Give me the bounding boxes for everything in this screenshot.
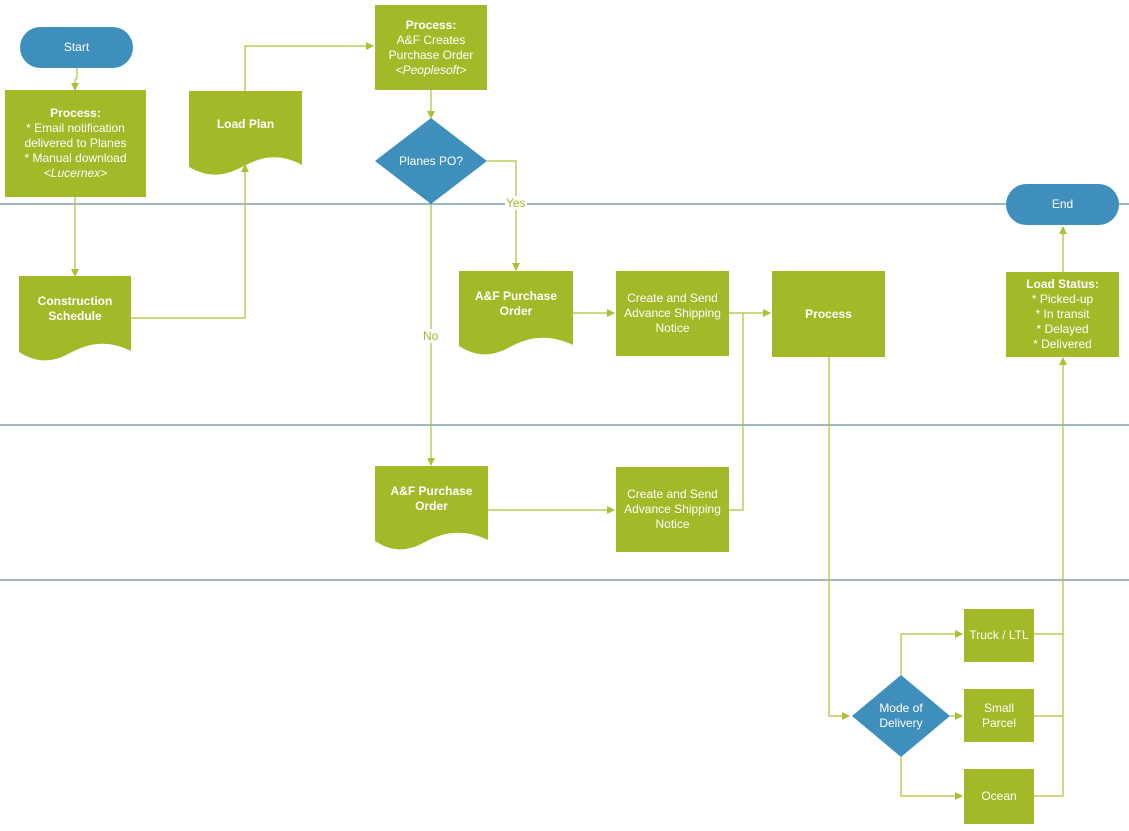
process-box: [772, 271, 885, 357]
small-parcel-label: Small Parcel: [964, 689, 1034, 742]
construction-schedule-document: [19, 276, 131, 361]
create-po-line3: <Peoplesoft>: [395, 62, 467, 77]
load-plan-text: Load Plan: [216, 116, 275, 131]
load-status-line1: * Picked-up: [1031, 292, 1094, 306]
create-po-line1: A&F Creates: [396, 32, 466, 47]
connector-mode-to-ocean: [900, 757, 963, 800]
connector-loadplan-to-createpo: [244, 42, 374, 91]
process-text: Process: [805, 306, 852, 321]
ocean-text: Ocean: [981, 789, 1017, 803]
start-label: Start: [20, 27, 133, 68]
email-process-line4: <Lucernex>: [43, 166, 108, 180]
create-po-title: Process:: [405, 17, 457, 32]
connector-decision-yes: [487, 160, 520, 271]
af-po-no-line2: Order: [415, 499, 448, 513]
edge-label-yes: Yes: [505, 196, 527, 210]
truck-ltl-box: [964, 609, 1034, 662]
load-status-box: [1006, 272, 1119, 357]
email-process-line3: * Manual download: [24, 151, 127, 165]
end-label: End: [1006, 184, 1119, 225]
load-status-line2: * In transit: [1035, 307, 1090, 321]
asn-no-line1: Create and Send: [627, 487, 718, 501]
load-plan-document: [189, 91, 302, 175]
email-process-line1: * Email notification: [26, 121, 125, 135]
create-po-box: [375, 5, 487, 90]
asn-yes-line1: Create and Send: [627, 291, 718, 305]
truck-ltl-label: Truck / LTL: [964, 609, 1034, 662]
asn-no-line3: Notice: [655, 517, 690, 531]
process-label: Process: [772, 271, 885, 357]
connector-asn-no-to-process: [729, 313, 744, 511]
load-plan-label: Load Plan: [189, 91, 302, 157]
construction-schedule-line2: Schedule: [48, 309, 102, 323]
load-status-title: Load Status:: [1026, 277, 1099, 291]
connector-start-to-email: [71, 68, 79, 91]
start-text: Start: [63, 40, 90, 54]
construction-schedule-label: Construction Schedule: [19, 276, 131, 342]
planes-po-label: Planes PO?: [375, 118, 487, 204]
mode-of-delivery-line1: Mode of: [879, 701, 923, 715]
email-process-line2: delivered to Planes: [24, 136, 127, 150]
small-parcel-line1: Small: [983, 700, 1014, 715]
asn-yes-box: [616, 271, 729, 356]
af-po-no-document: [375, 466, 488, 550]
connector-schedule-to-loadplan: [131, 164, 249, 319]
end-terminal: [1006, 184, 1119, 225]
mode-of-delivery-label: Mode of Delivery: [852, 675, 950, 757]
small-parcel-line2: Parcel: [981, 715, 1016, 730]
af-po-no-line1: A&F Purchase: [390, 484, 473, 498]
asn-no-line2: Advance Shipping: [624, 502, 721, 516]
af-po-yes-line1: A&F Purchase: [474, 289, 558, 303]
load-status-line4: * Delivered: [1033, 337, 1092, 351]
mode-of-delivery-line2: Delivery: [879, 716, 923, 730]
asn-yes-line2: Advance Shipping: [624, 306, 721, 320]
planes-po-text: Planes PO?: [398, 153, 464, 168]
truck-ltl-text: Truck / LTL: [969, 628, 1029, 642]
planes-po-decision: [375, 118, 487, 204]
af-po-yes-line2: Order: [499, 304, 533, 318]
create-po-label: Process: A&F Creates Purchase Order <Peo…: [375, 5, 487, 90]
asn-no-box: [616, 467, 729, 552]
asn-yes-line3: Notice: [655, 321, 690, 335]
email-process-label: Process: * Email notification delivered …: [5, 90, 146, 197]
email-process-title: Process:: [50, 106, 101, 120]
ocean-box: [964, 769, 1034, 824]
edge-label-no: No: [422, 329, 440, 343]
email-process-box: [5, 90, 146, 197]
connector-ocean-to-status: [1034, 357, 1067, 797]
end-text: End: [1051, 197, 1074, 211]
load-status-label: Load Status: * Picked-up * In transit * …: [1006, 272, 1119, 357]
create-po-line2: Purchase Order: [388, 47, 474, 62]
load-status-line3: * Delayed: [1036, 322, 1089, 336]
mode-of-delivery-decision: [852, 675, 950, 757]
af-po-no-label: A&F Purchase Order: [375, 466, 488, 532]
asn-yes-label: Create and Send Advance Shipping Notice: [616, 271, 729, 356]
start-terminal: [20, 27, 133, 68]
connector-process-to-mode: [828, 357, 850, 720]
construction-schedule-line1: Construction: [37, 294, 113, 308]
af-po-yes-label: A&F Purchase Order: [459, 271, 573, 337]
af-po-yes-document: [459, 271, 573, 355]
asn-no-label: Create and Send Advance Shipping Notice: [616, 467, 729, 552]
ocean-label: Ocean: [964, 769, 1034, 824]
connector-mode-to-truck: [900, 630, 963, 675]
small-parcel-box: [964, 689, 1034, 742]
